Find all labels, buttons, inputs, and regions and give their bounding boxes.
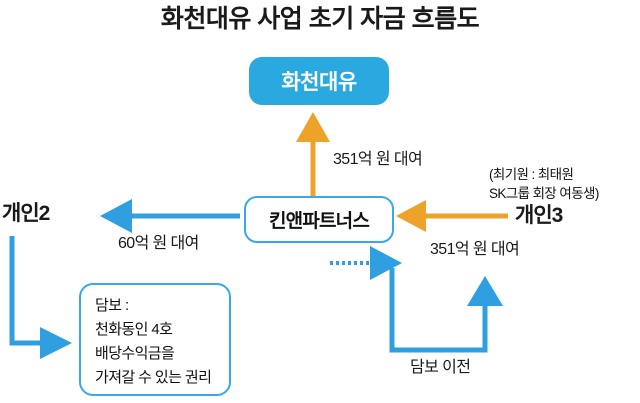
edge-collateral-transfer [389,268,503,353]
collateral-line-4: 가져갈 수 있는 권리 [95,369,212,386]
edge-label-kihn-to-person2: 60억 원 대여 [118,235,199,252]
node-kihn-and-partners-label: 킨앤파트너스 [268,211,370,232]
page-title: 화천대유 사업 초기 자금 흐름도 [160,5,480,33]
collateral-line-3: 배당수익금을 [95,345,175,362]
edge-label-kihn-to-hwacheondaeyu: 351억 원 대여 [333,151,423,168]
node-hwacheondaeyu[interactable]: 화천대유 [249,57,389,105]
edge-label-person3-to-kihn: 351억 원 대여 [430,241,520,258]
person3-note: (최기원 : 최태원 SK그룹 회장 여동생) [489,165,599,203]
edge-collateral-dotted [330,246,402,280]
collateral-line-2: 천화동인 4호 [95,321,173,338]
person3-note-line1: (최기원 : 최태원 [489,167,574,182]
node-collateral-box[interactable]: 담보 : 천화동인 4호 배당수익금을 가져갈 수 있는 권리 [79,283,231,396]
edge-kihn-to-person2 [100,199,240,233]
person3-note-line2: SK그룹 회장 여동생) [489,186,599,201]
edge-kihn-to-hwacheondaeyu [296,112,330,196]
edge-person3-to-kihn [396,200,508,232]
edge-label-collateral-transfer: 담보 이전 [410,359,471,376]
node-person2-label: 개인2 [2,202,50,225]
node-kihn-and-partners-box[interactable]: 킨앤파트너스 [244,196,394,243]
collateral-line-1: 담보 : [95,297,129,314]
edge-person2-to-collateral [9,236,72,359]
node-hwacheondaeyu-label: 화천대유 [281,71,357,94]
node-person3-label: 개인3 [515,204,563,227]
